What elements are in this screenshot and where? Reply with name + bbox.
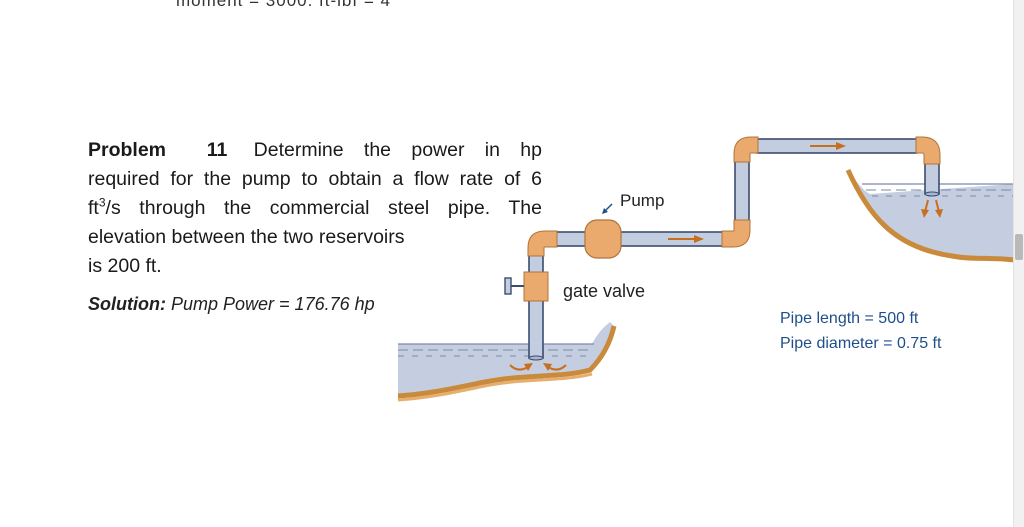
pump-label: Pump xyxy=(620,191,665,210)
pipe-discharge-down xyxy=(924,161,940,195)
problem-line-1-text: Determine the power in hp xyxy=(253,139,542,161)
unit-ft: ft xyxy=(88,197,99,219)
pipe-to-pump xyxy=(555,231,587,247)
problem-statement: Problem 11 Determine the power in hp req… xyxy=(88,136,542,281)
problem-heading: Problem xyxy=(88,139,167,161)
cut-off-header-text: moment = 3000. ft-lbf = 4 xyxy=(176,0,391,10)
problem-line-1: Problem 11 Determine the power in hp xyxy=(88,136,542,165)
lower-reservoir xyxy=(397,322,617,402)
solution-line: Solution: Pump Power = 176.76 hp xyxy=(88,294,375,315)
elbow-upper-right xyxy=(915,136,941,165)
problem-line-3: ft3/s through the commercial steel pipe.… xyxy=(88,194,542,223)
gate-valve-label: gate valve xyxy=(563,281,646,301)
pipe-elbows xyxy=(527,136,941,257)
solution-text: Pump Power = 176.76 hp xyxy=(171,294,375,314)
elbow-lower-right xyxy=(721,219,751,248)
vertical-scrollbar[interactable] xyxy=(1013,0,1024,527)
solution-label: Solution: xyxy=(88,294,166,314)
gate-valve xyxy=(504,271,549,302)
pipe-inlet-opening xyxy=(528,355,544,361)
pipe-riser xyxy=(734,158,750,222)
pipe-intake-vertical xyxy=(528,299,544,359)
unit-exponent: 3 xyxy=(98,195,106,210)
problem-line-5: is 200 ft. xyxy=(88,255,162,277)
pump xyxy=(584,203,622,259)
problem-number: 11 xyxy=(206,139,228,161)
elbow-lower-left xyxy=(527,230,558,257)
pipe-length-label: Pipe length = 500 ft xyxy=(780,310,919,327)
scrollbar-thumb[interactable] xyxy=(1015,234,1023,260)
pipe-diameter-label: Pipe diameter = 0.75 ft xyxy=(780,335,942,352)
pipe-outlet-opening xyxy=(924,191,940,197)
problem-line-4: elevation between the two reservoirs xyxy=(88,226,405,248)
problem-line-2: required for the pump to obtain a flow r… xyxy=(88,168,542,190)
flow-arrows xyxy=(509,142,943,371)
elbow-upper-left xyxy=(733,136,759,163)
problem-line-3-text: /s through the commercial steel pipe. Th… xyxy=(105,197,542,219)
